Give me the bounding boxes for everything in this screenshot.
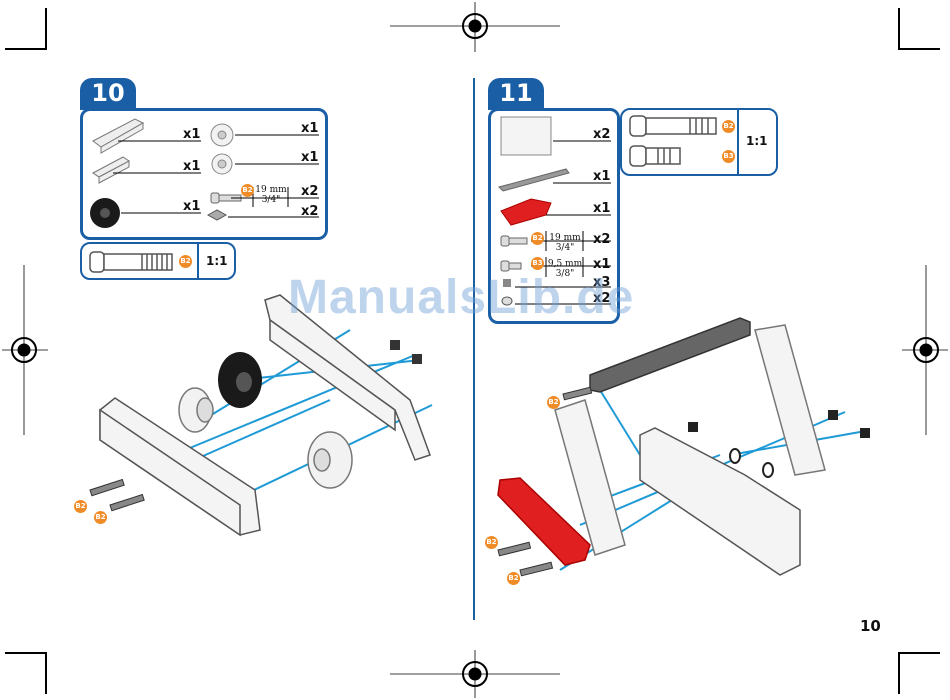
right-double-strip-part [755,325,825,475]
step11-callout-2: B2 [485,536,498,549]
watermark: ManualsLib.de [288,270,634,325]
page-number: 10 [860,617,881,635]
angle-strip-part [590,318,750,392]
step11-callout-1: B2 [547,396,560,409]
step11-callout-3: B2 [507,572,520,585]
center-frame-part [640,428,800,575]
